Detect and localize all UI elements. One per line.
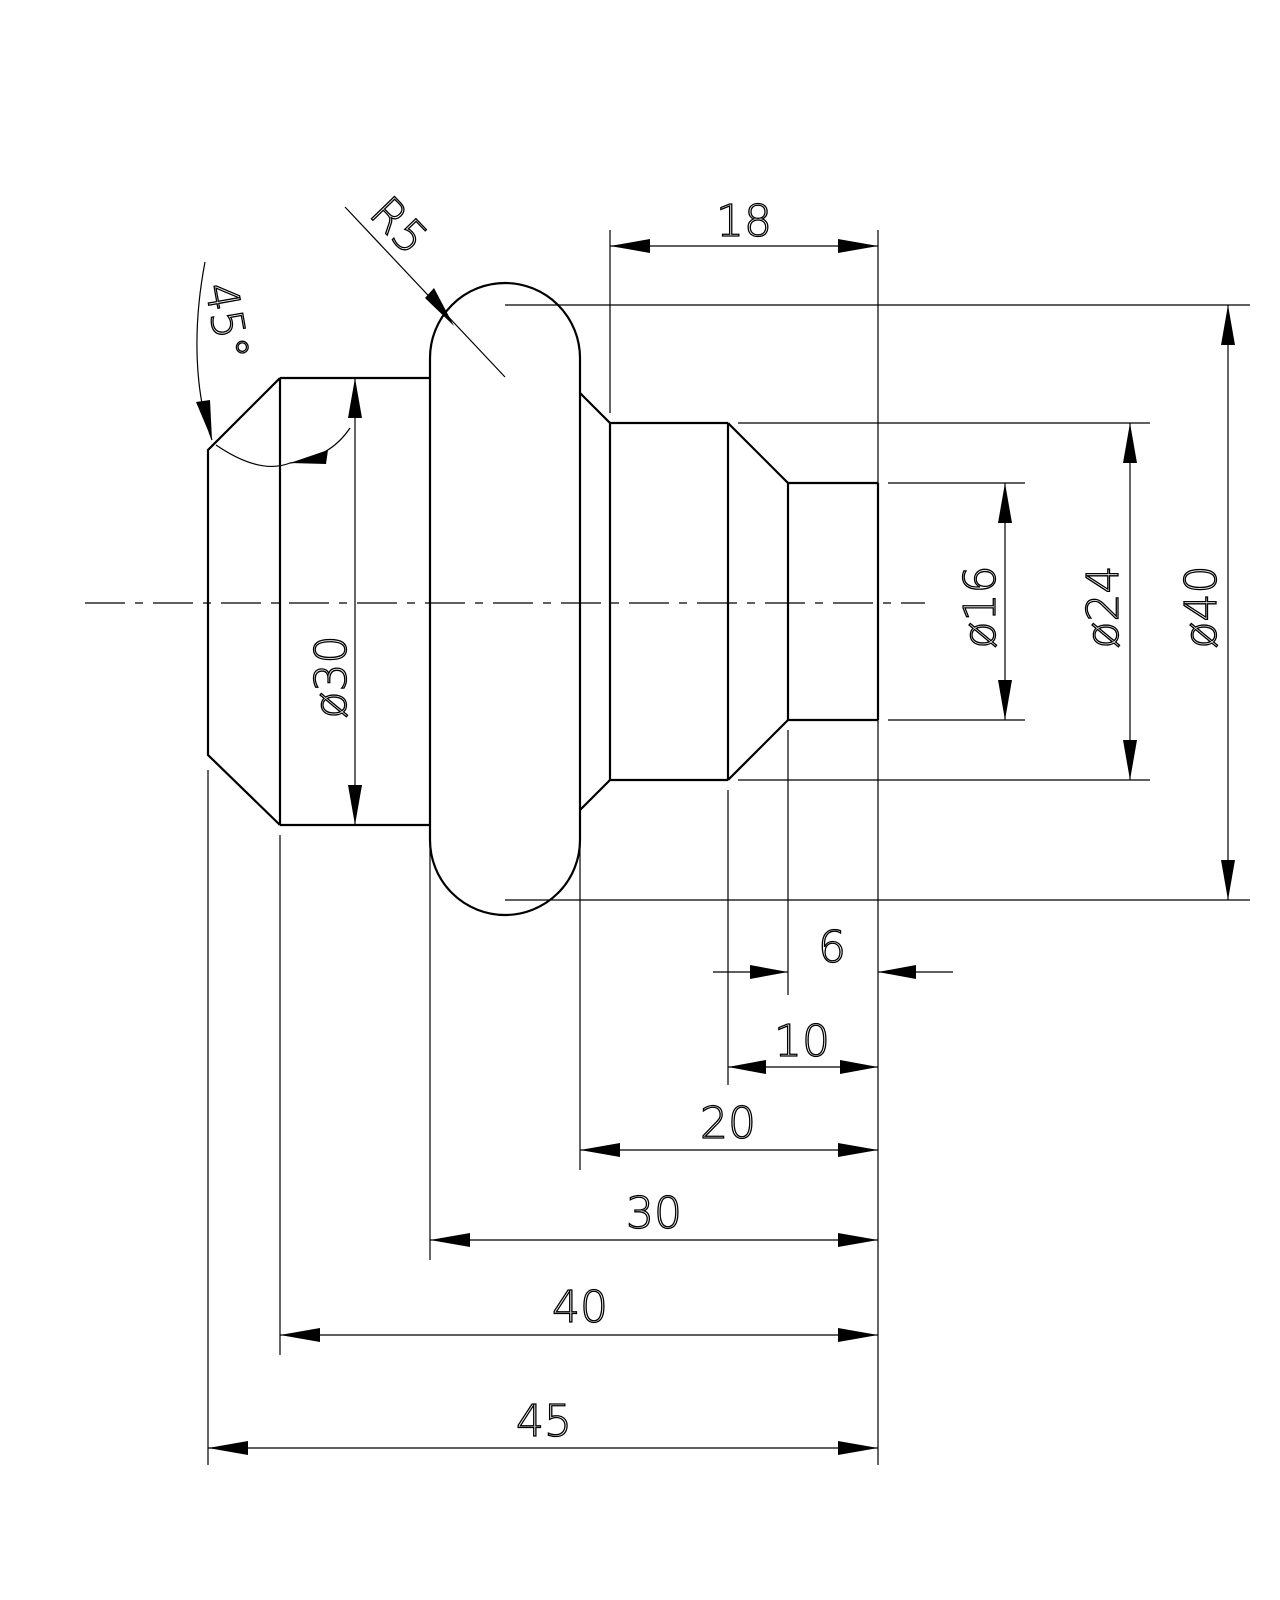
dim-text-18: 18: [716, 196, 772, 247]
dim-line-dia40: [1221, 305, 1235, 900]
dim-line-30: [430, 1233, 878, 1247]
dim-text-40: 40: [552, 1282, 608, 1333]
dim-line-40: [280, 1328, 878, 1342]
dim-line-6: [713, 965, 953, 979]
dim-text-10: 10: [774, 1016, 830, 1067]
dim-line-45: [208, 1441, 878, 1455]
dim-text-dia40: ø40: [1176, 566, 1227, 649]
dim-line-10: [728, 1060, 878, 1074]
dim-line-dia24: [1123, 423, 1137, 780]
dim-text-radius: R5: [360, 187, 437, 265]
extension-lines: [207, 230, 1250, 1465]
dim-text-angle: 45°: [194, 279, 258, 365]
dim-line-dia16: [998, 483, 1012, 720]
dim-text-20: 20: [700, 1098, 756, 1149]
dim-text-dia24: ø24: [1078, 566, 1129, 649]
leader-angle: [196, 261, 351, 468]
leader-r5: [344, 206, 506, 378]
dim-text-45: 45: [516, 1396, 572, 1447]
dim-text-dia30: ø30: [306, 636, 357, 719]
dim-line-18: [610, 239, 878, 253]
part-outline: [206, 281, 880, 917]
dim-line-20: [580, 1143, 878, 1157]
dim-text-dia16: ø16: [955, 566, 1006, 649]
dim-text-6: 6: [818, 922, 846, 973]
dim-line-dia30: [348, 378, 362, 825]
dim-text-30: 30: [626, 1188, 682, 1239]
